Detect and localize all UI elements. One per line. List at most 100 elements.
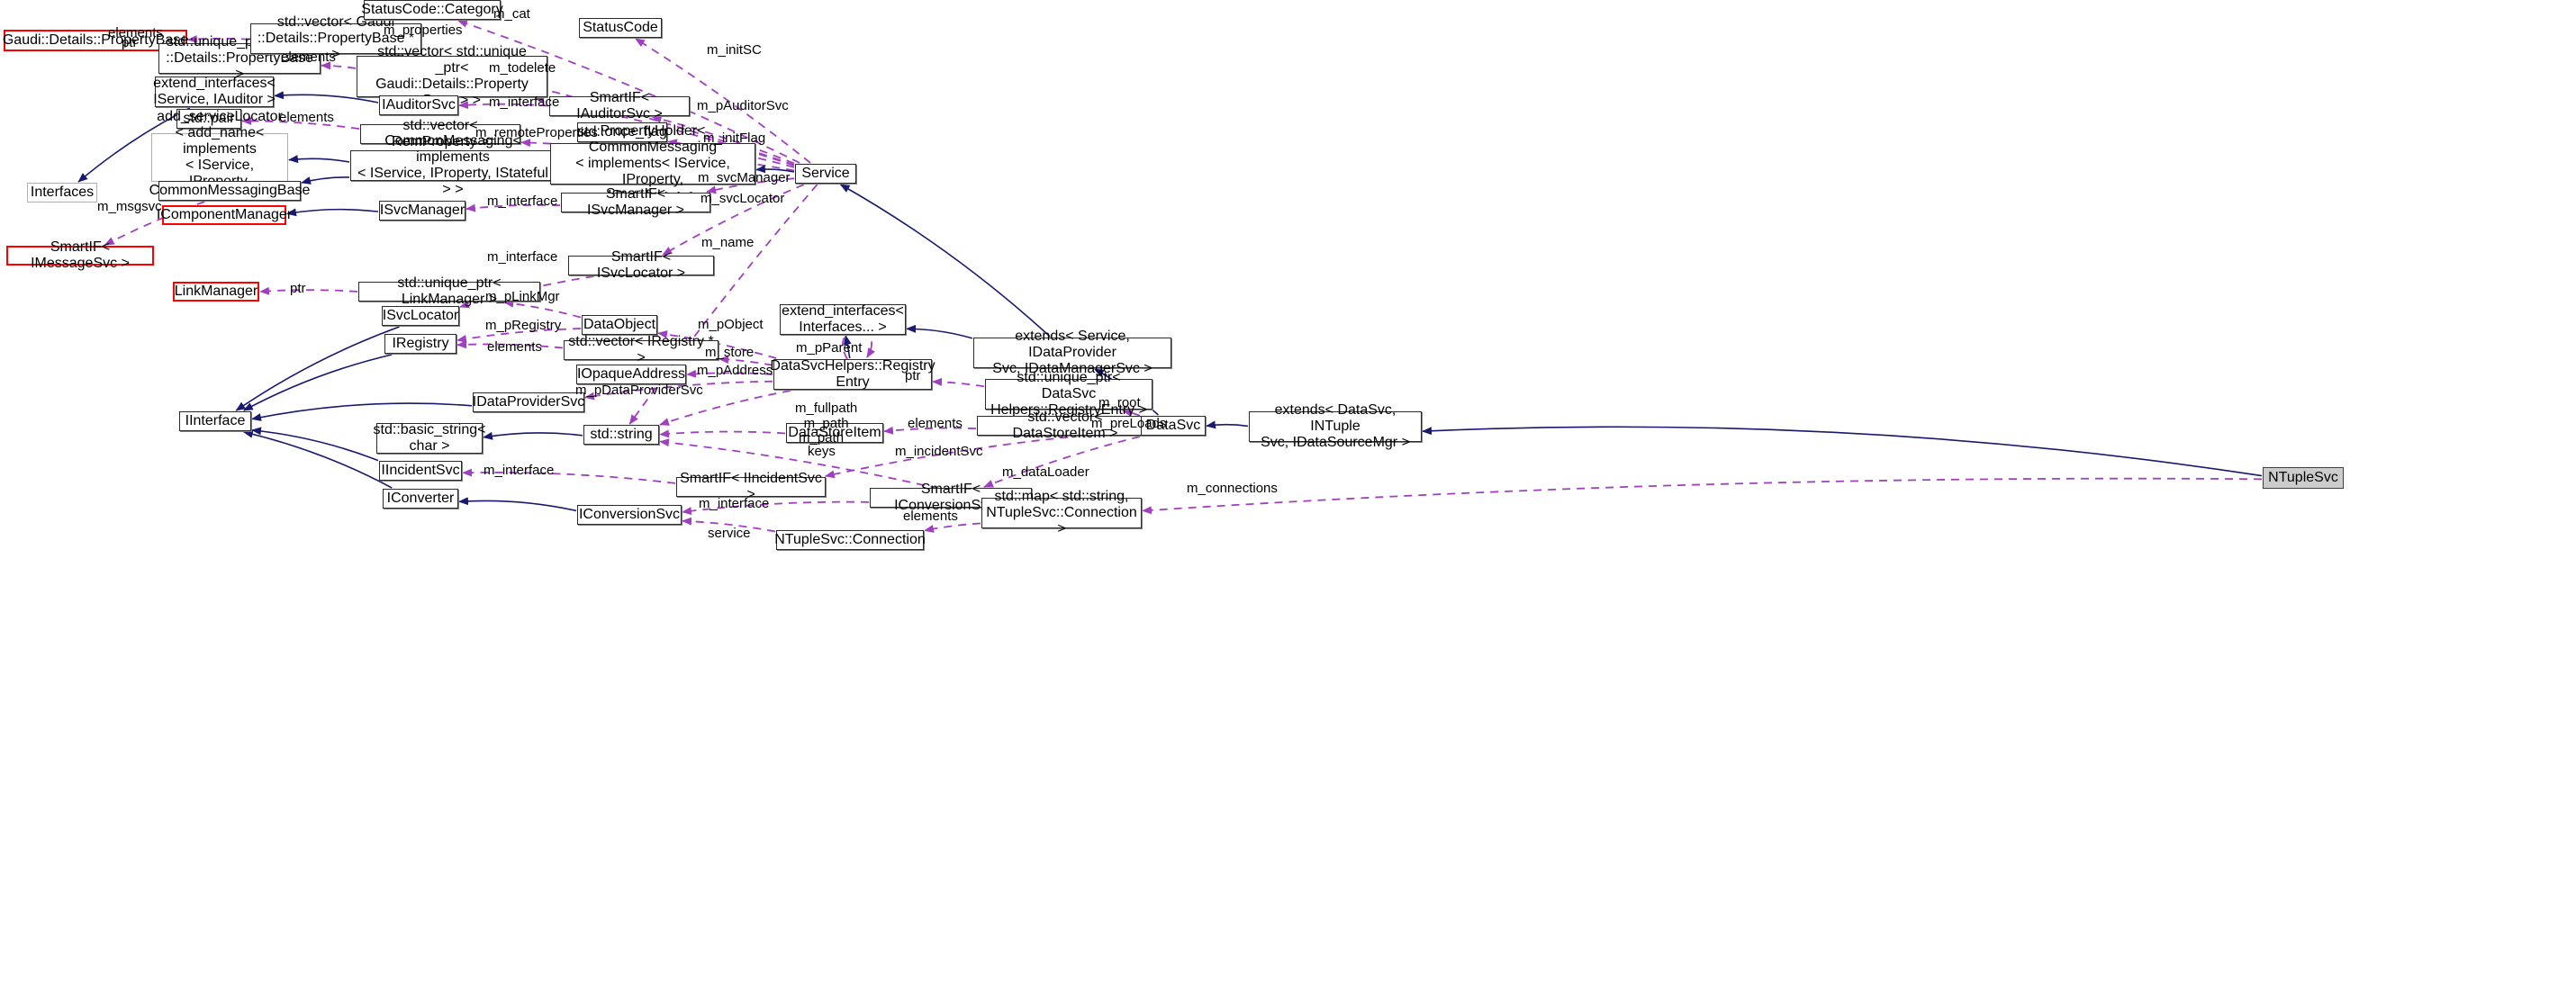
class-node-stdstring[interactable]: std::string [583, 425, 659, 445]
edge-label-elements_1: elements [108, 25, 163, 41]
edge-inheritance-12 [274, 91, 379, 104]
class-node-ntuplesvc[interactable]: NTupleSvc [2263, 467, 2344, 489]
edge-label-m_interface_2: m_interface [487, 194, 558, 209]
edge-label-elements_2: elements [281, 50, 336, 65]
edge-usage-31 [842, 329, 875, 360]
edge-label-m_preloads: m_preLoads [1091, 416, 1167, 431]
edge-usage-47 [682, 517, 776, 533]
class-node-iconversionsvc[interactable]: IConversionSvc [577, 505, 682, 525]
class-node-iconverter[interactable]: IConverter [383, 489, 458, 509]
class-node-extend_iauditor[interactable]: extend_interfaces< IService, IAuditor > [153, 76, 276, 107]
edge-usage-22 [662, 184, 805, 256]
edge-usage-34 [584, 380, 773, 401]
edge-label-m_properties: m_properties [384, 23, 463, 38]
edge-inheritance-49 [242, 354, 393, 411]
class-node-add_servicelocator[interactable]: add_serviceLocator < add_name< implement… [151, 109, 288, 205]
edge-usage-44 [682, 500, 870, 516]
class-node-interfaces[interactable]: Interfaces [27, 183, 97, 203]
edge-label-m_interface_4: m_interface [484, 463, 555, 478]
edge-label-m_plinkmgr: m_pLinkMgr [485, 289, 560, 304]
edge-label-elements_6: elements [903, 509, 958, 524]
edge-usage-24 [628, 184, 818, 425]
class-node-iregistry[interactable]: IRegistry [384, 334, 456, 354]
class-node-ntuple_conn[interactable]: NTupleSvc::Connection [774, 530, 926, 550]
edge-usage-32 [686, 369, 773, 378]
class-node-dataobject[interactable]: DataObject [582, 315, 657, 335]
class-node-stdpair[interactable]: std::pair [176, 109, 241, 129]
edge-label-m_pparent: m_pParent [796, 340, 863, 356]
class-node-smartif_iincident[interactable]: SmartIF< IIncidentSvc > [676, 471, 826, 502]
class-node-datastoreitem[interactable]: DataStoreItem [786, 423, 883, 443]
class-node-extends_datasvc[interactable]: extends< DataSvc, INTuple Svc, IDataSour… [1249, 402, 1422, 450]
edge-label-ptr_1: ptr [122, 35, 138, 50]
class-node-icomponentmgr[interactable]: IComponentManager [157, 205, 292, 225]
class-node-iopaqueaddress[interactable]: IOpaqueAddress [576, 365, 686, 384]
edge-inheritance-60 [1422, 426, 2263, 477]
edge-inheritance-14 [301, 176, 350, 185]
class-node-statuscode_cat[interactable]: StatusCode::Category [361, 0, 503, 20]
class-node-extends_service[interactable]: extends< Service, IDataProvider Svc, IDa… [973, 329, 1171, 376]
edge-label-m_cat: m_cat [493, 6, 530, 22]
edge-inheritance-52 [242, 429, 393, 489]
edge-label-ptr_2: ptr [290, 281, 306, 296]
edge-inheritance-48 [235, 326, 400, 411]
class-node-vector_iregistry[interactable]: std::vector< IRegistry * > [564, 334, 719, 365]
edge-usage-8 [651, 115, 795, 165]
edge-label-m_msgsvc: m_msgsvc [97, 199, 162, 214]
edge-label-m_dataloader: m_dataLoader [1002, 464, 1089, 480]
class-node-isvcmanager[interactable]: ISvcManager [379, 201, 465, 221]
edge-label-m_paddress: m_pAddress [697, 363, 773, 378]
edge-label-m_connections: m_connections [1187, 481, 1278, 496]
class-node-propertyholder[interactable]: PropertyHolder< CommonMessaging < implem… [550, 123, 755, 203]
edge-inheritance-50 [251, 402, 473, 421]
class-node-idataprovidersvc[interactable]: IDataProviderSvc [473, 392, 584, 412]
edge-usage-30 [719, 355, 773, 366]
class-node-smartif_isvcloc[interactable]: SmartIF< ISvcLocator > [568, 249, 714, 281]
edge-usage-5 [635, 38, 811, 164]
edge-inheritance-56 [906, 324, 973, 339]
class-node-vector_pb_ptr[interactable]: std::vector< Gaudi ::Details::PropertyBa… [250, 14, 421, 62]
class-node-uptr_linkmanager[interactable]: std::unique_ptr< LinkManager > [358, 275, 540, 307]
class-node-commonmsgbase[interactable]: CommonMessagingBase [149, 181, 310, 201]
class-node-iincidentsvc[interactable]: IIncidentSvc [379, 461, 462, 481]
class-node-registryentry[interactable]: DataSvcHelpers::Registry Entry [770, 358, 935, 390]
class-node-smartif_isvcmgr[interactable]: SmartIF< ISvcManager > [561, 186, 710, 218]
edge-usage-3 [456, 19, 800, 164]
edge-usage-27 [456, 328, 582, 343]
class-node-linkmanager[interactable]: LinkManager [173, 282, 259, 302]
class-node-isvclocator[interactable]: ISvcLocator [382, 306, 459, 326]
class-node-map_conn[interactable]: std::map< std::string, NTupleSvc::Connec… [981, 489, 1142, 536]
class-node-smartif_imsgsvc[interactable]: SmartIF< IMessageSvc > [6, 239, 154, 271]
class-node-propertybase[interactable]: Gaudi::Details::PropertyBase [3, 30, 188, 51]
class-node-extend_ifaces[interactable]: extend_interfaces< Interfaces... > [780, 303, 906, 335]
edge-usage-37 [883, 426, 977, 435]
edge-inheritance-13 [288, 155, 350, 164]
edge-label-elements_3: elements [279, 110, 334, 125]
edge-label-keys: keys [808, 444, 836, 459]
edge-label-m_interface_5: m_interface [699, 496, 770, 511]
edge-inheritance-57 [843, 335, 852, 359]
edge-inheritance-54 [483, 431, 583, 440]
edge-usage-18 [465, 203, 561, 212]
class-node-once_flag[interactable]: std::once_flag [577, 122, 667, 142]
edge-label-m_todelete: m_todelete [489, 60, 556, 76]
class-node-iauditorsvc[interactable]: IAuditorSvc [379, 95, 458, 115]
edge-inheritance-51 [251, 427, 379, 462]
class-node-vector_dsi[interactable]: std::vector< DataStoreItem > [977, 410, 1153, 441]
edge-inheritance-59 [1206, 420, 1249, 429]
class-node-service[interactable]: Service [795, 164, 856, 184]
class-node-basic_string[interactable]: std::basic_string< char > [373, 422, 486, 454]
class-node-smartif_iauditor[interactable]: SmartIF< IAuditorSvc > [549, 90, 690, 122]
class-node-iinterface[interactable]: IInterface [179, 411, 251, 431]
edge-usage-33 [932, 377, 985, 388]
class-node-statuscode[interactable]: StatusCode [579, 18, 662, 38]
edge-inheritance-19 [286, 208, 379, 217]
class-node-datasvc[interactable]: DataSvc [1141, 416, 1206, 436]
edge-label-m_fullpath: m_fullpath m_path [795, 401, 858, 431]
edge-usage-43 [983, 436, 1141, 488]
edge-usage-0 [187, 34, 250, 43]
edge-usage-29 [456, 340, 564, 349]
class-node-commonmessaging[interactable]: CommonMessaging< implements < IService, … [350, 133, 556, 197]
